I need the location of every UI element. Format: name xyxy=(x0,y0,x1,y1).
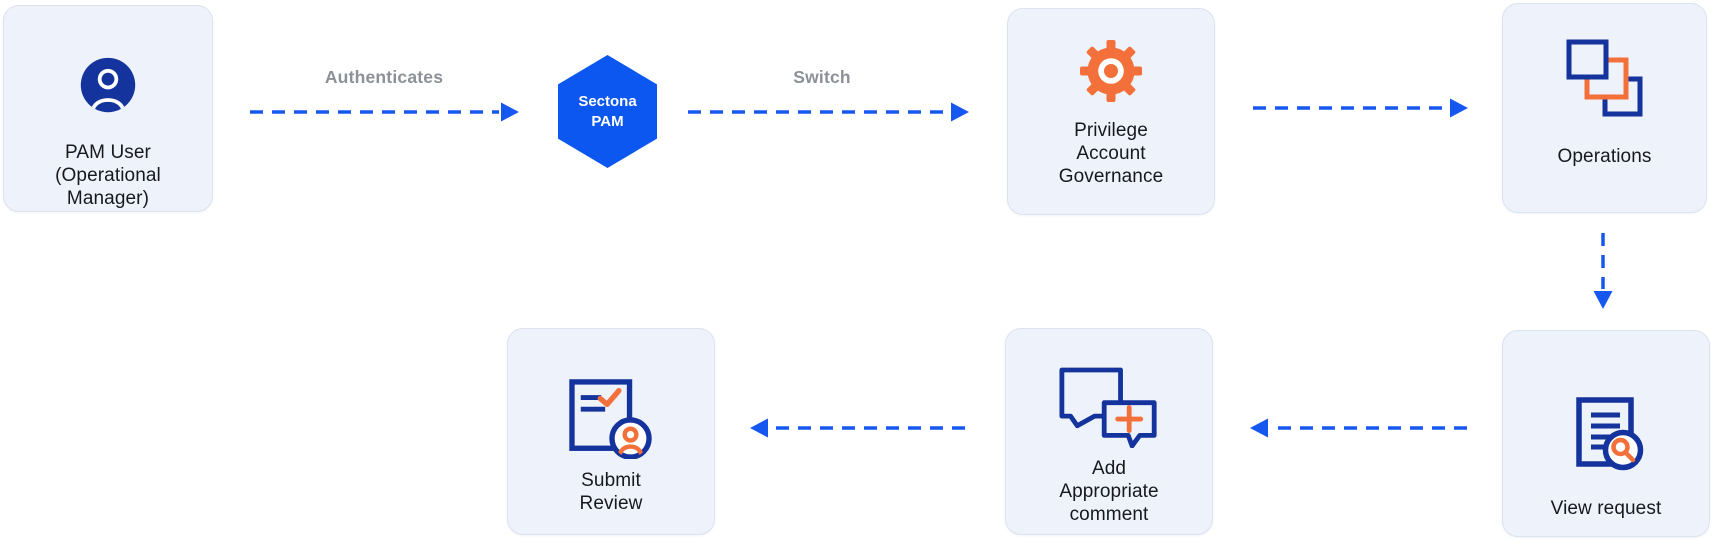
arrow-operations-to-view-request xyxy=(1593,233,1613,309)
edge-label-switch: Switch xyxy=(793,67,851,87)
arrow-view-request-to-comment xyxy=(1250,418,1467,438)
node-label-pam-user: PAM User (Operational Manager) xyxy=(55,142,161,210)
user-icon xyxy=(80,57,136,113)
node-sectona-pam: Sectona PAM xyxy=(558,55,657,168)
overlapping-squares-icon xyxy=(1566,39,1642,117)
node-label-sectona-pam: Sectona PAM xyxy=(578,93,637,130)
node-add-appropriate-comment: Add Appropriate comment xyxy=(1005,328,1213,535)
node-label-view-request: View request xyxy=(1550,498,1662,519)
node-view-request: View request xyxy=(1502,330,1710,537)
arrow-authenticates xyxy=(250,102,519,122)
arrow-comment-to-submit-review xyxy=(750,418,965,438)
node-pam-user: PAM User (Operational Manager) xyxy=(3,5,213,212)
document-magnifier-icon xyxy=(1576,397,1644,471)
node-operations: Operations xyxy=(1502,3,1707,213)
gear-icon xyxy=(1080,40,1142,102)
node-label-privilege-account-governance: Privilege Account Governance xyxy=(1058,120,1164,187)
arrow-governance-to-operations xyxy=(1253,98,1468,118)
node-label-submit-review: Submit Review xyxy=(579,470,643,514)
node-label-operations: Operations xyxy=(1557,146,1652,167)
node-label-add-appropriate-comment: Add Appropriate comment xyxy=(1059,458,1159,525)
edge-label-authenticates: Authenticates xyxy=(324,67,444,87)
document-check-person-icon xyxy=(569,379,652,459)
arrow-switch xyxy=(688,102,969,122)
node-privilege-account-governance: Privilege Account Governance xyxy=(1007,8,1215,215)
node-submit-review: Submit Review xyxy=(507,328,715,535)
speech-bubbles-plus-icon xyxy=(1059,367,1157,448)
